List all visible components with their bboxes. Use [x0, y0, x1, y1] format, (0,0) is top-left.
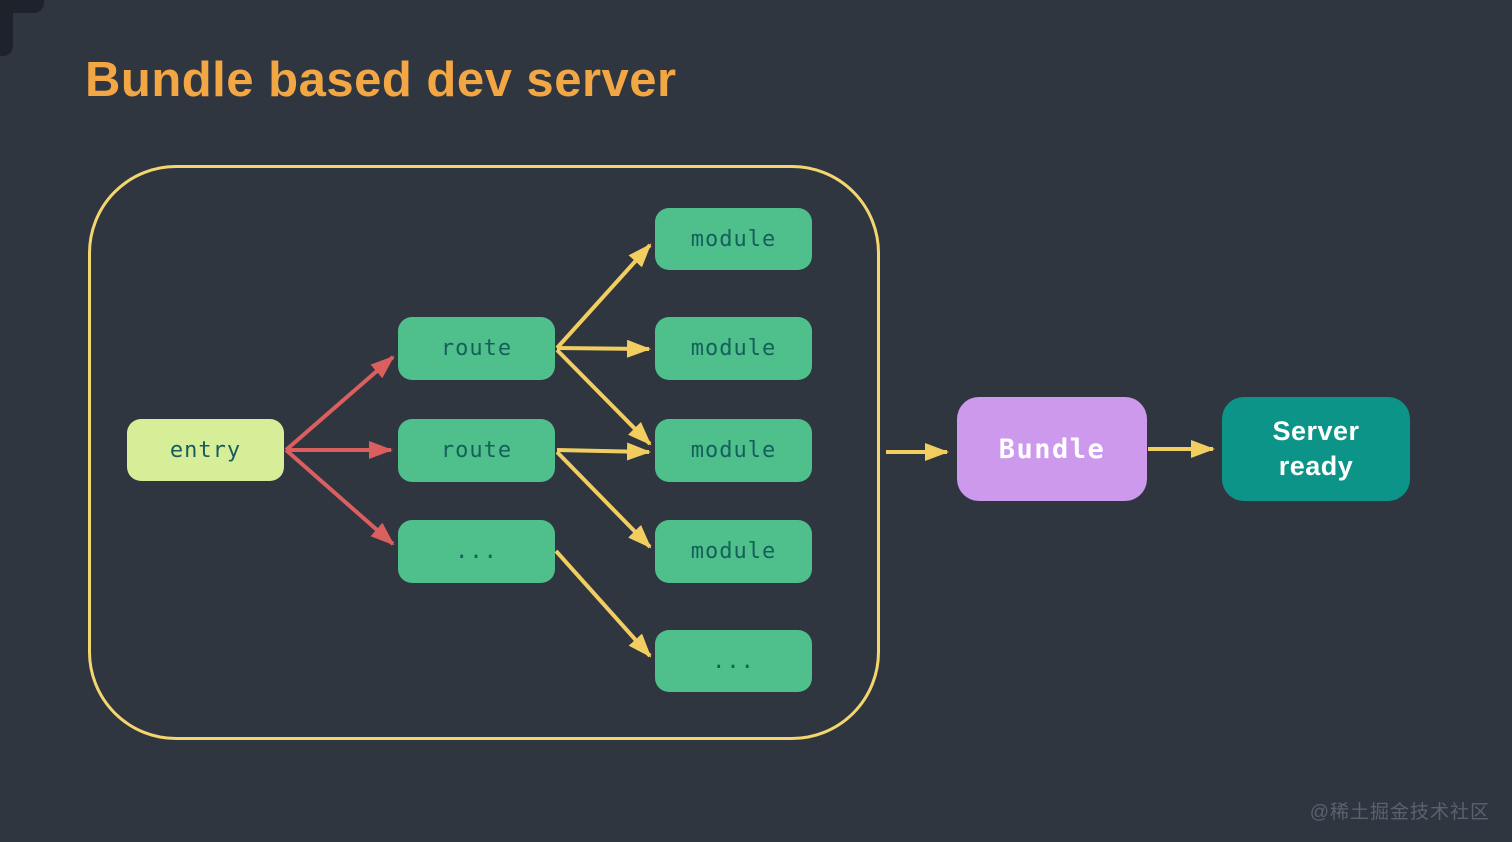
dev-server-group-outline: [88, 165, 880, 740]
node-route-2: route: [398, 419, 555, 482]
node-module-2-label: module: [690, 336, 777, 361]
node-module-3-label: module: [690, 438, 777, 463]
node-entry-label: entry: [169, 437, 242, 463]
node-module-3: module: [655, 419, 812, 482]
watermark: @稀土掘金技术社区: [1309, 802, 1490, 823]
screen-corner-accent: [0, 0, 44, 56]
node-route-ellipsis: ...: [398, 520, 555, 583]
node-route-ellipsis-label: ...: [455, 539, 498, 564]
node-bundle-label: Bundle: [998, 433, 1106, 465]
node-route-2-label: route: [440, 438, 513, 463]
page-title: Bundle based dev server: [85, 53, 677, 107]
node-module-1: module: [655, 208, 812, 270]
node-module-ellipsis-label: ...: [712, 648, 755, 674]
node-module-4-label: module: [690, 539, 777, 564]
node-entry: entry: [127, 419, 284, 481]
node-module-ellipsis: ...: [655, 630, 812, 692]
node-server-ready: Server ready: [1222, 397, 1410, 501]
node-module-4: module: [655, 520, 812, 583]
node-module-2: module: [655, 317, 812, 380]
node-route-1-label: route: [440, 336, 513, 361]
node-route-1: route: [398, 317, 555, 380]
node-server-ready-label: Server ready: [1272, 416, 1360, 481]
node-bundle: Bundle: [957, 397, 1147, 501]
node-module-1-label: module: [690, 226, 777, 252]
